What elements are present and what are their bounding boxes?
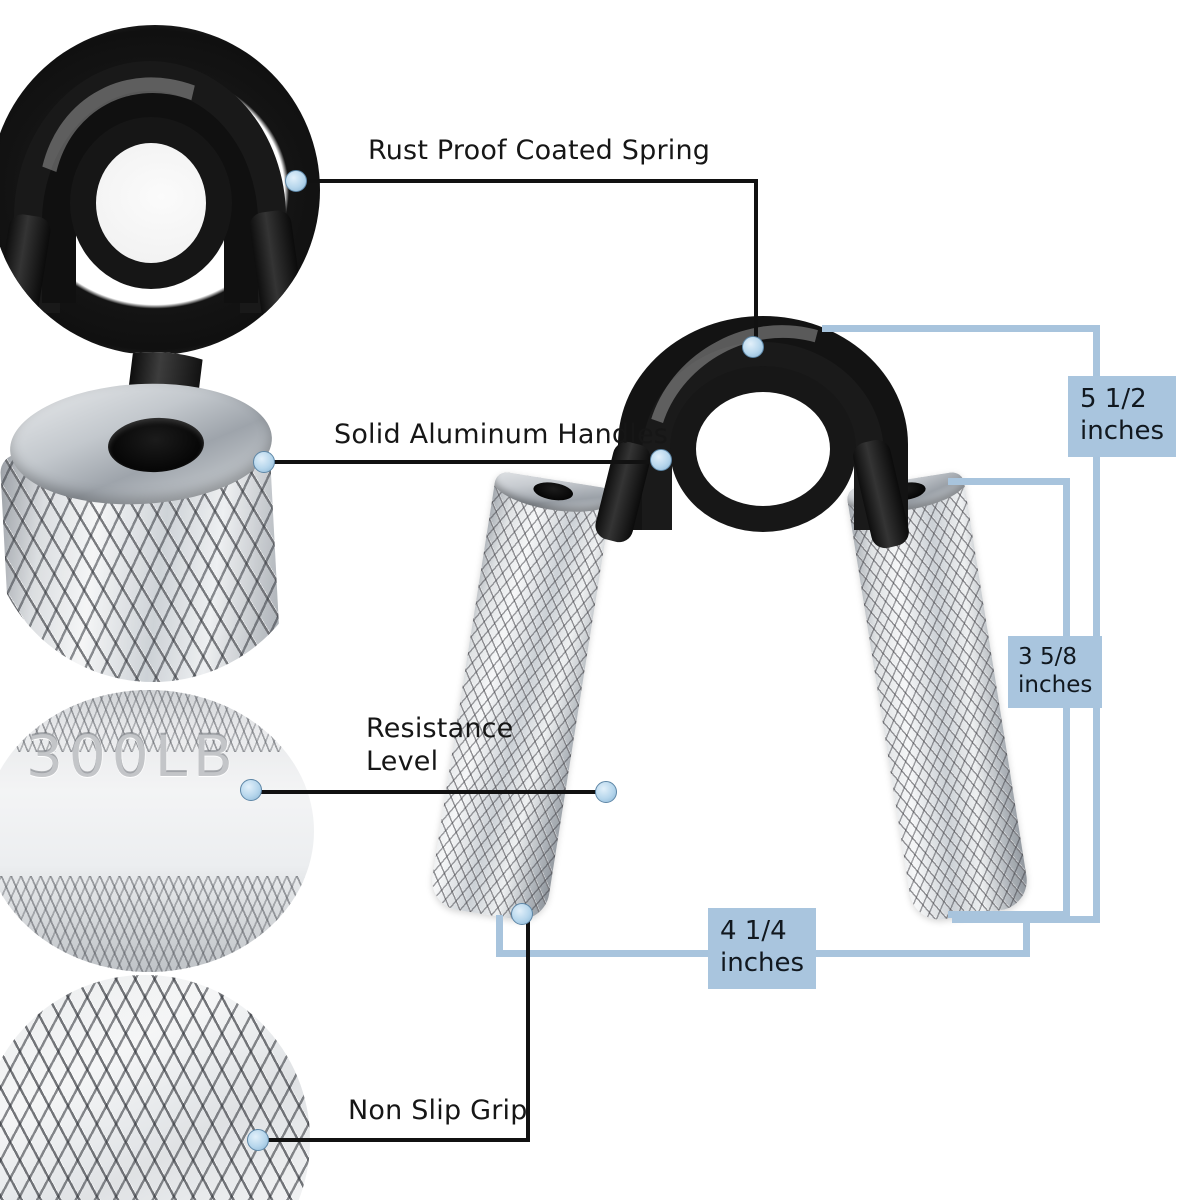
leader-handles-horizontal — [271, 460, 663, 464]
leader-grip-horizontal — [265, 1138, 530, 1142]
callout-dot-spring-product[interactable] — [742, 336, 764, 358]
product-handle-left — [427, 470, 614, 924]
callout-dot-handles-product[interactable] — [650, 449, 672, 471]
handle-top-photo-content — [0, 352, 318, 682]
engraved-resistance-text: 300LB — [26, 722, 239, 790]
callout-label-spring: Rust Proof Coated Spring — [368, 135, 711, 166]
callout-dot-grip-inset[interactable] — [247, 1129, 269, 1151]
product-spring — [592, 280, 923, 576]
callout-dot-resistance-product[interactable] — [595, 781, 617, 803]
knurl-texture-macro — [0, 975, 310, 1200]
dim-handle-top-arm — [948, 478, 1068, 485]
callout-label-grip: Non Slip Grip — [348, 1095, 528, 1126]
engraving-photo-content: 300LB — [0, 690, 314, 972]
dim-width-left-riser — [496, 915, 503, 957]
dim-label-height: 5 1/2 inches — [1068, 376, 1177, 458]
callout-dot-spring-inset[interactable] — [285, 170, 307, 192]
callout-dot-resistance-inset[interactable] — [240, 779, 262, 801]
knurl-band-bottom — [0, 876, 314, 972]
inset-grip-macro — [0, 975, 310, 1200]
callout-dot-grip-product[interactable] — [511, 903, 533, 925]
dim-label-width: 4 1/4 inches — [708, 908, 817, 990]
dim-height-top-arm — [822, 325, 1100, 332]
dim-height-right-rail — [1093, 325, 1100, 923]
dim-label-handle: 3 5/8 inches — [1008, 636, 1103, 709]
callout-label-resistance: Resistance Level — [366, 713, 514, 778]
inset-handle-top — [0, 352, 318, 682]
spring-photo-content — [0, 25, 320, 355]
inset-resistance-engraving: 300LB — [0, 690, 314, 972]
leader-spring-horizontal — [303, 179, 758, 183]
inset-spring-closeup — [0, 25, 320, 355]
leader-resistance-horizontal — [258, 790, 608, 794]
callout-dot-handle-inset[interactable] — [253, 451, 275, 473]
knurl-band-top — [0, 690, 314, 752]
leader-spring-vertical — [754, 179, 758, 345]
callout-label-handles: Solid Aluminum Handles — [334, 419, 669, 450]
leader-grip-vertical — [526, 914, 530, 1140]
handle-left-knurl — [427, 470, 614, 924]
dim-handle-bottom-arm — [948, 911, 1068, 918]
grip-photo-content — [0, 975, 310, 1200]
dim-width-right-riser — [1023, 915, 1030, 957]
